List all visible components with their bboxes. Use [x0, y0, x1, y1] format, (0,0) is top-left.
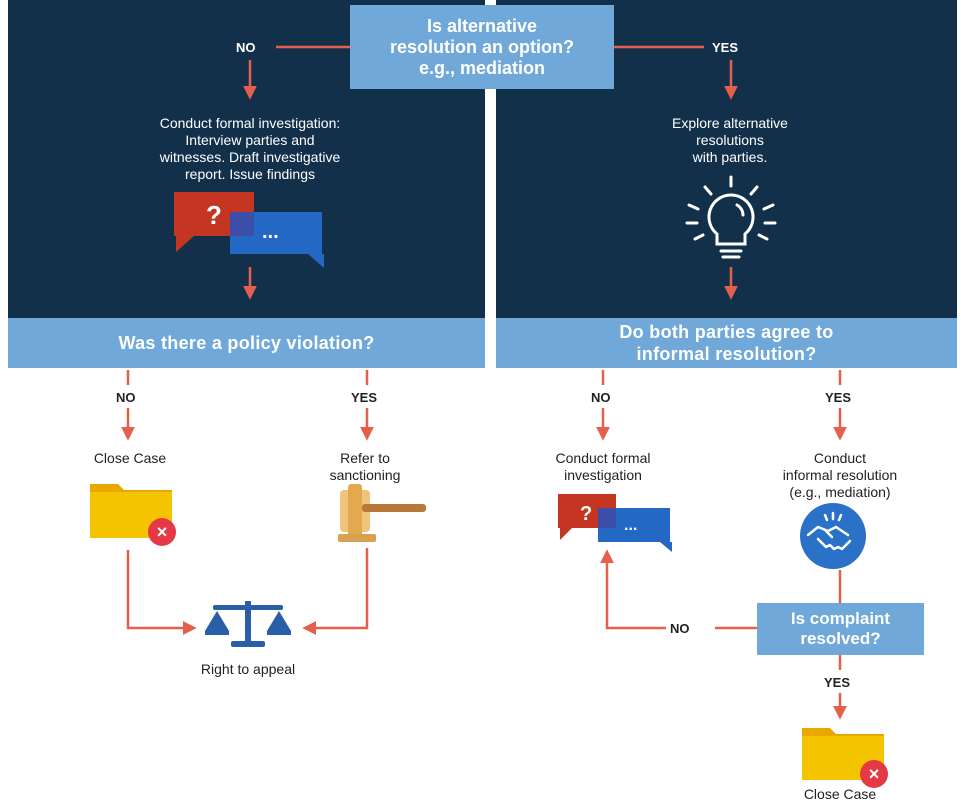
policy-yes-label: YES	[351, 390, 378, 405]
policy-no-label: NO	[116, 390, 136, 405]
lightbulb-icon	[685, 175, 777, 259]
alternative-resolution-question: Is alternative resolution an option? e.g…	[350, 5, 614, 89]
left-no-label: NO	[236, 40, 256, 55]
chat-bubbles-icon: ? ...	[174, 192, 324, 268]
scales-icon	[205, 601, 291, 647]
complaint-resolved-question: Is complaint resolved?	[757, 603, 924, 655]
conduct-formal-investigation-text: Conduct formal investigation	[555, 450, 651, 483]
close-x-glyph-final: ×	[869, 764, 880, 784]
right-to-appeal-text: Right to appeal	[200, 661, 296, 677]
chat-bubbles-icon-small: ? ...	[558, 494, 672, 552]
agree-yes-label: YES	[825, 390, 852, 405]
right-yes-label: YES	[712, 40, 739, 55]
conduct-informal-resolution-text: Conduct informal resolution (e.g., media…	[782, 450, 898, 500]
gavel-icon	[338, 484, 426, 542]
refer-sanctioning-text: Refer to sanctioning	[329, 450, 401, 483]
informal-resolution-question: Do both parties agree to informal resolu…	[496, 318, 957, 368]
ellipsis-glyph: ...	[262, 221, 279, 243]
ellipsis-glyph-small: ...	[624, 517, 637, 534]
question-mark-glyph: ?	[206, 200, 222, 230]
close-case-text: Close Case	[93, 450, 167, 466]
closed-folder-icon: ×	[90, 484, 176, 546]
resolved-no-label: NO	[670, 621, 690, 636]
explore-alternatives-description: Explore alternative resolutions with par…	[672, 115, 788, 165]
formal-investigation-description: Conduct formal investigation: Interview …	[159, 115, 341, 182]
closed-folder-icon-final: ×	[802, 728, 888, 788]
resolved-yes-label: YES	[824, 675, 851, 690]
policy-violation-question: Was there a policy violation?	[8, 318, 485, 368]
final-close-case-text: Close Case	[803, 786, 877, 802]
handshake-icon	[800, 503, 866, 569]
close-x-glyph: ×	[157, 522, 168, 542]
question-mark-glyph-small: ?	[580, 503, 592, 525]
agree-no-label: NO	[591, 390, 611, 405]
